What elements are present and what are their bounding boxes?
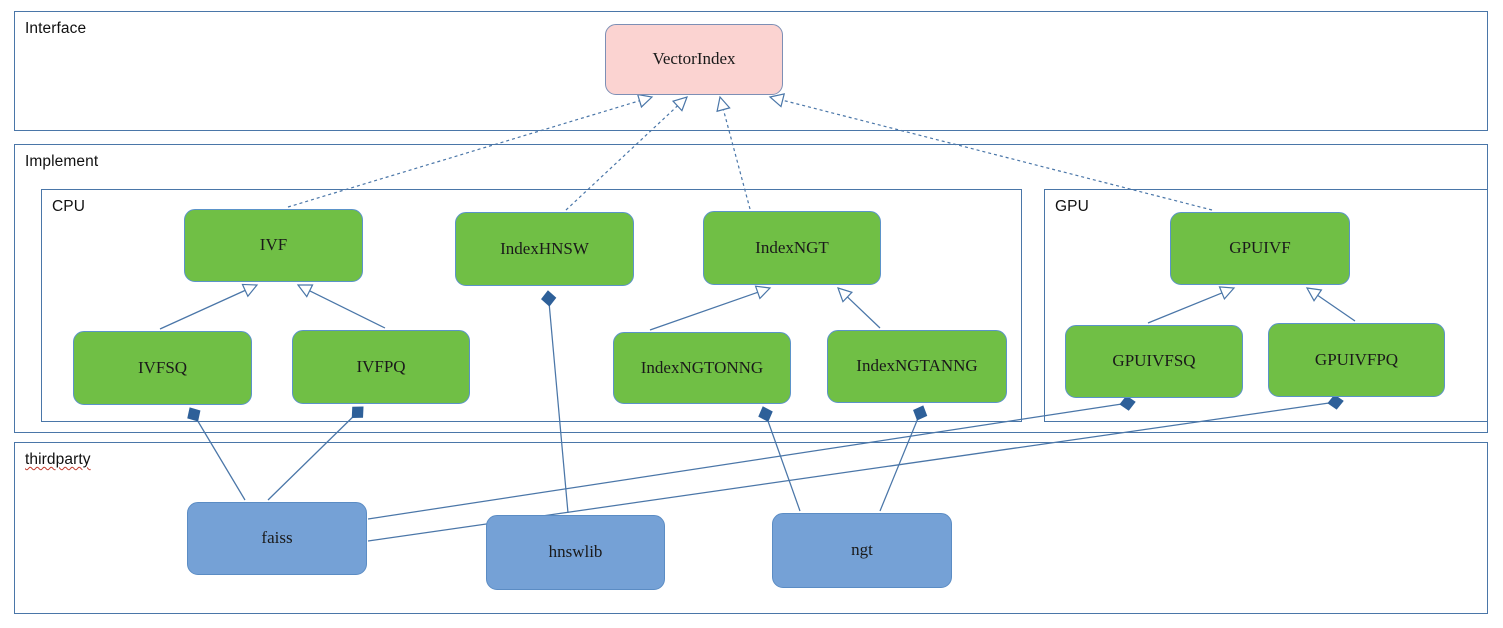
node-vectorindex[interactable]: VectorIndex bbox=[605, 24, 783, 95]
node-label-gpuivfsq: GPUIVFSQ bbox=[1112, 351, 1196, 371]
node-indexngtanng[interactable]: IndexNGTANNG bbox=[827, 330, 1007, 403]
container-label-gpu: GPU bbox=[1055, 198, 1089, 215]
node-label-hnswlib: hnswlib bbox=[548, 542, 603, 562]
node-label-gpuivfpq: GPUIVFPQ bbox=[1314, 349, 1399, 369]
node-label-faiss: faiss bbox=[261, 528, 293, 548]
node-ivfpq[interactable]: IVFPQ bbox=[292, 330, 470, 404]
node-label-vectorindex: VectorIndex bbox=[652, 49, 736, 69]
node-label-indexngtonng: IndexNGTONNG bbox=[640, 357, 764, 377]
node-label-indexhnsw: IndexHNSW bbox=[500, 238, 589, 258]
node-indexngtonng[interactable]: IndexNGTONNG bbox=[613, 332, 791, 404]
node-gpuivfsq[interactable]: GPUIVFSQ bbox=[1065, 325, 1243, 398]
node-ivfsq[interactable]: IVFSQ bbox=[73, 331, 252, 405]
container-label-implement: Implement bbox=[25, 153, 99, 170]
node-label-indexngtanng: IndexNGTANNG bbox=[856, 356, 978, 376]
node-label-indexngt: IndexNGT bbox=[755, 237, 829, 257]
container-label-cpu: CPU bbox=[52, 198, 86, 215]
container-label-thirdparty: thirdparty bbox=[25, 451, 91, 468]
node-label-gpuivf: GPUIVF bbox=[1229, 238, 1291, 258]
node-label-ngt: ngt bbox=[851, 540, 873, 560]
node-faiss[interactable]: faiss bbox=[187, 502, 367, 575]
node-label-ivfsq: IVFSQ bbox=[137, 357, 188, 377]
container-label-interface: Interface bbox=[25, 20, 87, 37]
node-gpuivf[interactable]: GPUIVF bbox=[1170, 212, 1350, 285]
node-ngt[interactable]: ngt bbox=[772, 513, 952, 588]
container-interface bbox=[14, 11, 1488, 131]
node-ivf[interactable]: IVF bbox=[184, 209, 363, 282]
node-hnswlib[interactable]: hnswlib bbox=[486, 515, 665, 590]
node-label-ivfpq: IVFPQ bbox=[356, 356, 406, 376]
node-label-ivf: IVF bbox=[259, 235, 288, 255]
node-gpuivfpq[interactable]: GPUIVFPQ bbox=[1268, 323, 1445, 397]
node-indexhnsw[interactable]: IndexHNSW bbox=[455, 212, 634, 286]
node-indexngt[interactable]: IndexNGT bbox=[703, 211, 881, 285]
